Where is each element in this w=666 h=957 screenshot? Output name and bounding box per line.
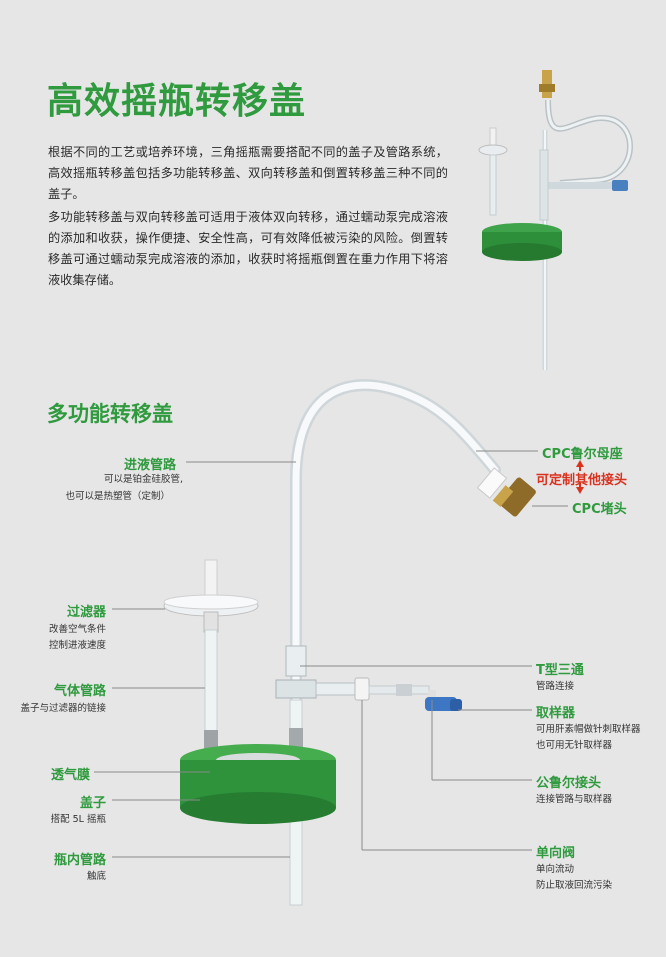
- cap-illustration: [180, 744, 336, 824]
- desc-filter-2: 控制进液速度: [48, 640, 106, 651]
- desc-gas-tube: 盖子与过滤器的链接: [20, 703, 106, 714]
- label-custom-connector: 可定制其他接头: [536, 473, 628, 488]
- desc-t-connector: 管路连接: [536, 681, 575, 692]
- leader-lines: [94, 450, 568, 858]
- cpc-connector-illustration: [476, 467, 536, 517]
- desc-inlet-tube-2: 也可以是热塑管（定制）: [65, 491, 170, 502]
- desc-inlet-tube-1: 可以是铂金硅胶管,: [103, 474, 183, 485]
- desc-check-valve-1: 单向流动: [536, 864, 575, 875]
- label-male-luer: 公鲁尔接头: [536, 776, 602, 791]
- label-bottle-tube: 瓶内管路: [53, 853, 106, 868]
- page-title: 高效摇瓶转移盖: [47, 81, 307, 122]
- small-cap-illustration: [478, 70, 633, 370]
- label-vent-membrane: 透气膜: [50, 768, 90, 783]
- desc-sampler-1: 可用肝素帽做针刺取样器: [536, 724, 641, 735]
- gas-tube-illustration: [204, 629, 218, 741]
- desc-filter-1: 改善空气条件: [48, 624, 106, 635]
- t-connector-illustration: [275, 645, 462, 711]
- label-filter: 过滤器: [66, 605, 106, 620]
- label-check-valve: 单向阀: [536, 846, 576, 861]
- intro-paragraph-2: 多功能转移盖与双向转移盖可适用于液体双向转移，通过蠕动泵完成溶液的添加和收获，操…: [48, 210, 448, 287]
- desc-bottle-tube: 触底: [86, 871, 106, 882]
- desc-check-valve-2: 防止取液回流污染: [536, 880, 613, 891]
- filter-illustration: [163, 559, 259, 633]
- label-t-connector: T型三通: [536, 663, 584, 678]
- custom-connector-arrows: [576, 460, 584, 494]
- label-cpc-female: CPC鲁尔母座: [542, 447, 623, 462]
- label-cap: 盖子: [79, 796, 106, 811]
- label-gas-tube: 气体管路: [53, 684, 106, 699]
- section-title: 多功能转移盖: [47, 402, 173, 426]
- label-cpc-plug: CPC堵头: [572, 502, 627, 517]
- intro-paragraph-1: 根据不同的工艺或培养环境，三角摇瓶需要搭配不同的盖子及管路系统，高效摇瓶转移盖包…: [48, 145, 448, 201]
- desc-sampler-2: 也可用无针取样器: [536, 740, 613, 751]
- label-inlet-tube: 进液管路: [123, 458, 176, 473]
- desc-cap: 搭配 5L 摇瓶: [50, 814, 106, 825]
- label-sampler: 取样器: [536, 706, 576, 721]
- desc-male-luer: 连接管路与取样器: [536, 794, 613, 805]
